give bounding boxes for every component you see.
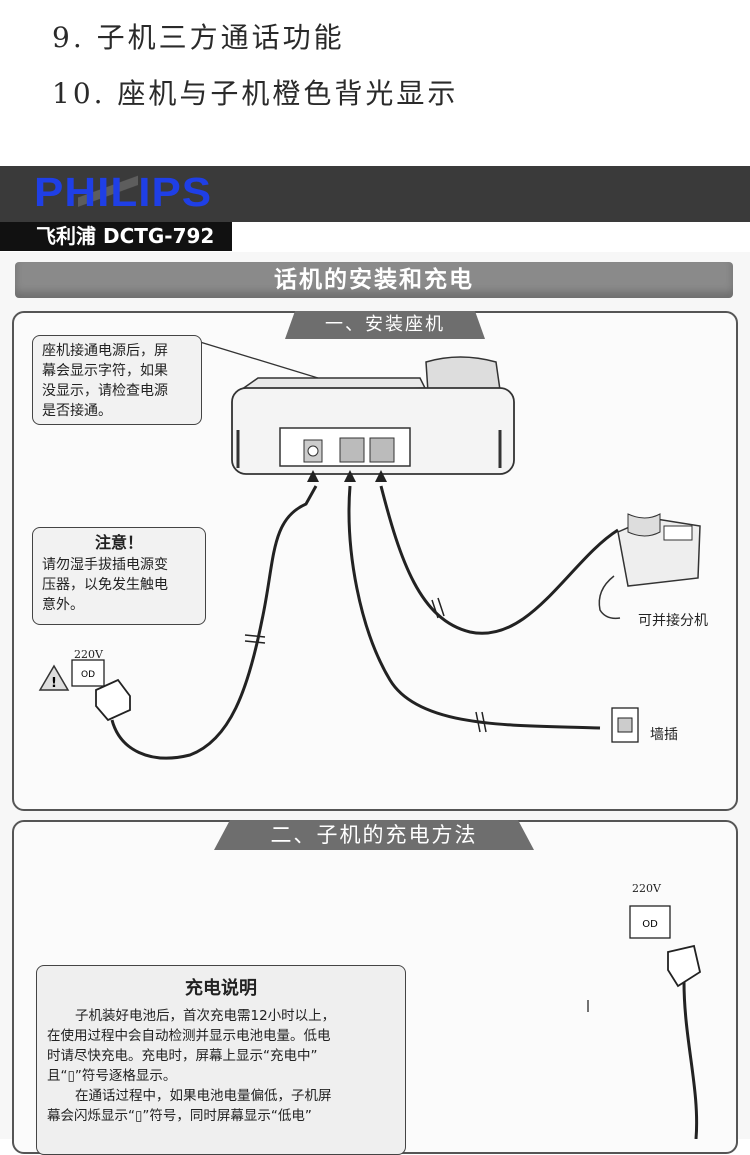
warning-note: 注意！ 请勿湿手拔插电源变 压器，以免发生触电 意外。 <box>32 527 206 625</box>
power-note-line: 座机接通电源后，屏 <box>42 343 168 359</box>
power-note-line: 幕会显示字符，如果 <box>42 363 168 379</box>
charging-line: 且“▯”符号逐格显示。 <box>47 1068 177 1084</box>
page-title-bar <box>15 262 733 298</box>
charging-title: 充电说明 <box>185 978 257 999</box>
charging-tab-label: 二、子机的充电方法 <box>270 823 478 847</box>
model-name: 飞利浦 DCTG-792 <box>36 224 215 248</box>
model-bar <box>0 222 232 251</box>
install-tab <box>285 311 485 339</box>
extension-label: 可并接分机 <box>638 613 708 629</box>
brand-banner <box>0 166 750 222</box>
power-note-line: 是否接通。 <box>42 403 112 419</box>
warning-line: 请勿湿手拔插电源变 <box>42 557 168 573</box>
page-title: 话机的安装和充电 <box>274 267 474 293</box>
feature-item-9: 9. 子机三方通话功能 <box>52 21 345 54</box>
charging-line: 幕会闪烁显示“▯”符号，同时屏幕显示“低电” <box>47 1108 312 1124</box>
philips-logo: PHILIPS <box>34 170 213 216</box>
charger-voltage-label: 220V <box>632 882 661 895</box>
svg-text:!: ! <box>51 676 57 691</box>
charging-line: 在通话过程中，如果电池电量偏低，子机屏 <box>75 1088 332 1104</box>
extension-phone-illustration <box>598 513 701 620</box>
warning-line: 压器，以免发生触电 <box>42 577 168 593</box>
feature-item-10: 10. 座机与子机橙色背光显示 <box>52 77 459 110</box>
svg-text:OD: OD <box>642 919 658 930</box>
charging-instructions: 充电说明 子机装好电池后，首次充电需12小时以上， 在使用过程中会自动检测并显示… <box>36 965 406 1155</box>
power-note-line: 没显示，请检查电源 <box>42 383 168 399</box>
power-note: 座机接通电源后，屏 幕会显示字符，如果 没显示，请检查电源 是否接通。 <box>32 335 202 425</box>
warning-line: 意外。 <box>42 597 84 613</box>
install-tab-label: 一、安装座机 <box>325 314 445 335</box>
wall-socket-label: 墙插 <box>650 727 678 743</box>
voltage-label: 220V <box>74 648 103 661</box>
charging-tab <box>214 820 534 850</box>
banner-watermark <box>78 166 138 222</box>
base-station-illustration <box>231 356 515 475</box>
charging-line: 时请尽快充电。充电时，屏幕上显示“充电中” <box>47 1048 318 1064</box>
svg-text:OD: OD <box>81 670 95 680</box>
charging-line: 在使用过程中会自动检测并显示电池电量。低电 <box>47 1028 331 1044</box>
install-diagram: OD ! <box>38 341 701 760</box>
warning-title: 注意！ <box>94 533 143 552</box>
charger-diagram: OD <box>587 905 702 1139</box>
charging-line: 子机装好电池后，首次充电需12小时以上， <box>75 1008 336 1024</box>
